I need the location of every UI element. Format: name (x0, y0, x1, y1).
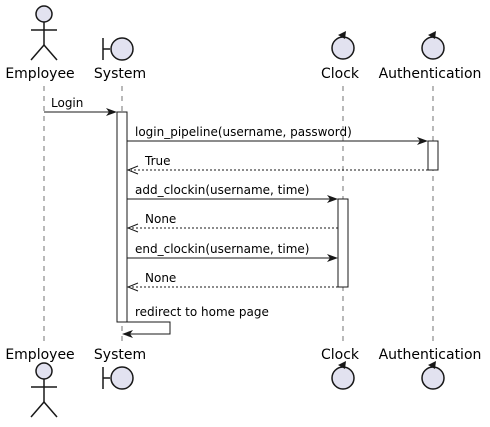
arrowhead (327, 195, 338, 203)
message-label-login-pipeline: login_pipeline(username, password) (135, 125, 352, 139)
system-boundary-icon-top (102, 37, 134, 61)
arrowhead (327, 254, 338, 262)
participant-authentication-top: Authentication (379, 66, 482, 82)
participant-clock-top: Clock (321, 66, 360, 82)
message-arrow-redirect (127, 321, 171, 335)
authentication-control-icon-top (421, 31, 445, 60)
arrowhead (106, 108, 117, 116)
participant-system-bottom: System (94, 347, 146, 363)
authentication-control-icon-bottom (421, 361, 445, 390)
activation-system (116, 111, 128, 323)
message-label-login: Login (51, 96, 83, 110)
arrowhead (122, 330, 133, 338)
employee-actor-icon-bottom (30, 362, 58, 418)
clock-control-icon-bottom (331, 361, 355, 390)
arrowhead (417, 137, 428, 145)
message-label-none-1: None (145, 212, 176, 226)
system-boundary-icon-bottom (102, 366, 134, 390)
participant-employee-top: Employee (5, 66, 74, 82)
message-label-add-clockin: add_clockin(username, time) (135, 183, 309, 197)
participant-employee-bottom: Employee (5, 347, 74, 363)
arrowhead (126, 165, 139, 175)
arrowhead (126, 282, 139, 292)
employee-actor-icon-top (30, 5, 58, 61)
participant-authentication-bottom: Authentication (379, 347, 482, 363)
participant-clock-bottom: Clock (321, 347, 360, 363)
participant-system-top: System (94, 66, 146, 82)
message-label-true: True (144, 154, 171, 168)
activation-authentication (427, 140, 439, 171)
message-label-end-clockin: end_clockin(username, time) (135, 242, 309, 256)
message-label-redirect: redirect to home page (135, 305, 269, 319)
clock-control-icon-top (331, 31, 355, 60)
arrowhead (126, 223, 139, 233)
activation-clock (337, 198, 349, 288)
message-label-none-2: None (145, 271, 176, 285)
